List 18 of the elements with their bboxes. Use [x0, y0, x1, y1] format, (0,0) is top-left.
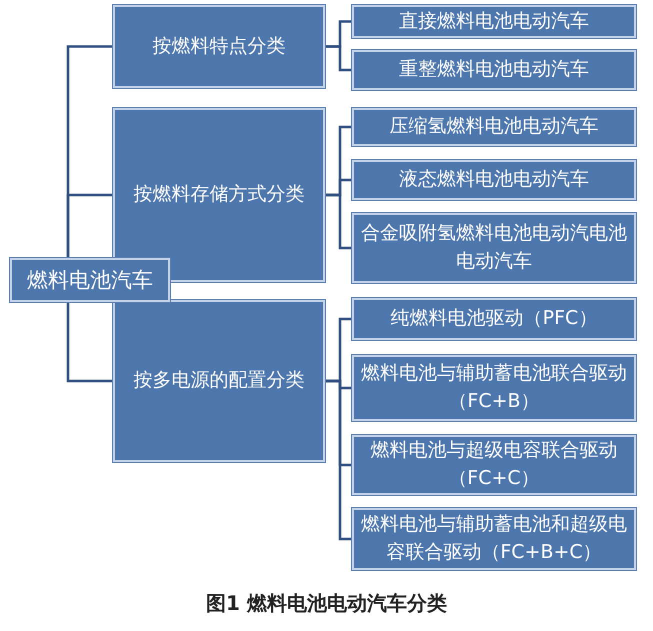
item-box: 压缩氢燃料电池电动汽车	[352, 108, 636, 146]
item-box: 重整燃料电池电动汽车	[352, 50, 636, 90]
item-box: 纯燃料电池驱动（PFC）	[352, 298, 636, 340]
item-box: 直接燃料电池电动汽车	[352, 5, 636, 38]
connector-line	[66, 194, 113, 258]
item-box: 燃料电池与超级电容联合驱动（FC+C）	[352, 435, 636, 495]
connector-line	[325, 45, 352, 72]
category-box: 按燃料特点分类	[113, 5, 325, 88]
caption: 图1 燃料电池电动汽车分类	[205, 590, 448, 617]
category-box: 按多电源的配置分类	[113, 300, 325, 462]
item-box: 液态燃料电池电动汽车	[352, 160, 636, 200]
connector-line	[325, 194, 352, 250]
item-box: 燃料电池与辅助蓄电池和超级电容联合驱动（FC+B+C）	[352, 508, 636, 570]
item-box: 燃料电池与辅助蓄电池联合驱动（FC+B）	[352, 355, 636, 421]
item-box: 合金吸附氢燃料电池电动汽电池电动汽车	[352, 213, 636, 283]
root-box: 燃料电池汽车	[10, 258, 170, 302]
connector-line	[66, 302, 113, 382]
connector-line	[325, 380, 352, 540]
